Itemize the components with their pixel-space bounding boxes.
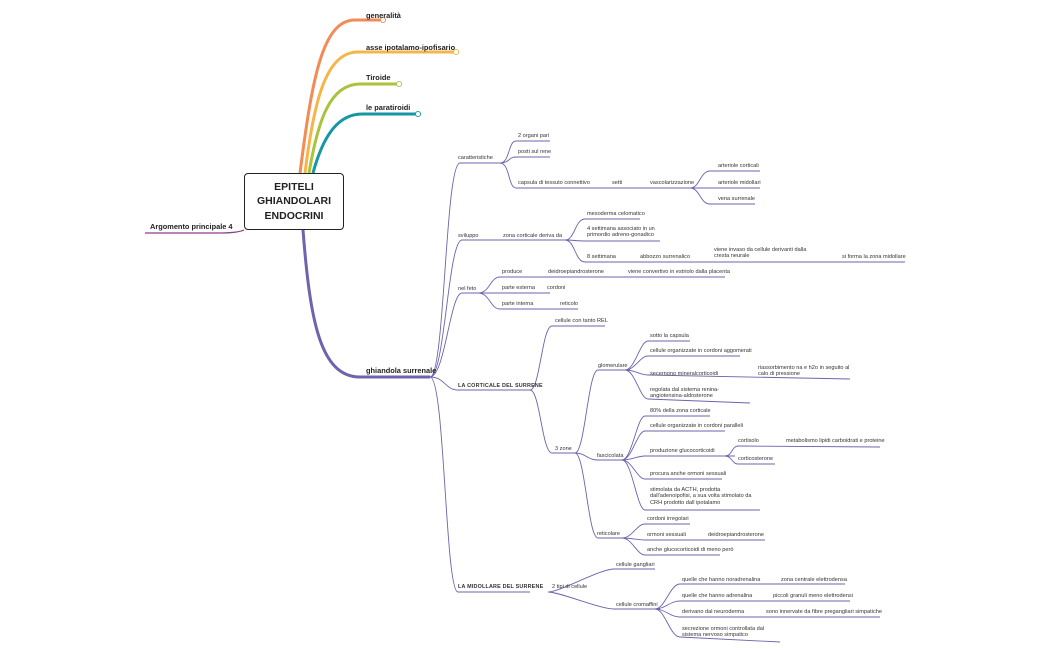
node-parte-interna[interactable]: parte interna [502, 301, 534, 307]
node-neuroderma[interactable]: derivano dal neuroderma [682, 609, 745, 615]
node-metabolismo[interactable]: metabolismo lipidi carboidrati e protein… [786, 438, 885, 444]
node-cellule-rel[interactable]: cellule con tanto REL [555, 318, 608, 324]
node-vena-surrenale[interactable]: vena surrenale [718, 196, 756, 202]
node-tre-zone[interactable]: 3 zone [555, 446, 572, 452]
node-innervate[interactable]: sono innervate da fibre pregangliari sim… [766, 609, 882, 615]
node-gangliari[interactable]: cellule gangliari [616, 562, 655, 568]
node-riassorbimento[interactable]: riassorbimento na e h2o in seguito al ca… [758, 365, 850, 378]
node-granuli[interactable]: piccoli granuli meno elettrodensi [773, 593, 853, 599]
node-vascolarizzazione[interactable]: vascolarizzazione [650, 180, 695, 186]
node-cordoni-aggomerati[interactable]: cellule organizzate in cordoni aggomerat… [650, 348, 752, 354]
branch-tiroide[interactable]: Tiroide [366, 73, 391, 82]
node-sotto-capsula[interactable]: sotto la capsula [650, 333, 689, 339]
node-secrezione[interactable]: secrezione ormoni controllata dal sistem… [682, 626, 765, 639]
floating-topic-argomento[interactable]: Argomento principale 4 [150, 222, 233, 231]
node-cordoni[interactable]: cordoni [547, 285, 566, 291]
node-corticosterone[interactable]: corticosterone [738, 456, 774, 462]
node-reticolare[interactable]: reticolare [597, 531, 621, 537]
node-quattro-settimana[interactable]: 4 settimana associato in un primordio ad… [587, 226, 655, 239]
node-arteriole-corticali[interactable]: arteriole corticali [718, 163, 759, 169]
node-produce[interactable]: produce [502, 269, 523, 275]
node-fascicolata[interactable]: fascicolata [597, 453, 624, 459]
node-glomerulare[interactable]: glomerulare [598, 363, 628, 369]
node-cordoni-irregolari[interactable]: cordoni irregolari [647, 516, 689, 522]
node-gluco-meno[interactable]: anche glucocorticoidi di meno però [647, 547, 734, 553]
node-parte-esterna[interactable]: parte esterna [502, 285, 535, 291]
node-midollare-forma[interactable]: si forma la zona midollare [842, 254, 906, 260]
node-stimolata[interactable]: stimolata da ACTH, prodotta dall'adenoip… [650, 487, 752, 506]
node-convertito[interactable]: viene convertivo in estriolo dalla place… [628, 269, 730, 275]
node-adrenalina[interactable]: quelle che hanno adrenalina [682, 593, 753, 599]
node-cordoni-paralleli[interactable]: cellule organizzate in cordoni paralleli [650, 423, 743, 429]
node-noradrenalina[interactable]: quelle che hanno noradrenalina [682, 577, 761, 583]
node-nel-feto[interactable]: nel feto [458, 286, 477, 292]
node-cromaffini[interactable]: cellule cromaffini [616, 602, 658, 608]
node-corticale-title[interactable]: LA CORTICALE DEL SURRENE [458, 383, 543, 389]
node-capsula[interactable]: capsula di tessuto connettivo [518, 180, 590, 186]
node-sviluppo[interactable]: sviluppo [458, 233, 479, 239]
node-ormoni-sessuali[interactable]: ormoni sessuali [647, 532, 686, 538]
node-regolata[interactable]: regolata dal sistema renina-angiotensina… [650, 387, 720, 400]
branch-asse-ipotalamo-ipofisario[interactable]: asse ipotalamo-ipofisario [366, 43, 456, 52]
branch-ghiandola-surrenale[interactable]: ghiandola surrenale [366, 366, 437, 375]
node-zona-corticale-deriva[interactable]: zona corticale deriva da [503, 233, 563, 239]
node-otto-settimana[interactable]: 8 settimana [587, 254, 616, 260]
node-setti[interactable]: setti [612, 180, 623, 186]
node-mesoderma[interactable]: mesoderma celomatico [587, 211, 645, 217]
node-glucocorticoidi[interactable]: produzione glucocorticoidi [650, 448, 715, 454]
node-zona-centrale[interactable]: zona centrale elettrodensa [781, 577, 847, 583]
node-abbozzo[interactable]: abbozzo surrenalico [640, 254, 691, 260]
node-cortisolo[interactable]: cortisolo [738, 438, 759, 444]
node-arteriole-midollari[interactable]: arteriole midollari [718, 180, 761, 186]
branch-paratiroidi[interactable]: le paratiroidi [366, 103, 411, 112]
node-deidroepiandrosterone[interactable]: deidroepiandrosterone [548, 269, 604, 275]
central-topic-label: EPITELI GHIANDOLARI ENDOCRINI [256, 181, 332, 222]
node-caratteristiche[interactable]: caratteristiche [458, 155, 493, 161]
node-ormoni-sessuali-fascicolata[interactable]: procura anche ormoni sessuali [650, 471, 727, 477]
node-invaso[interactable]: viene invaso da cellule derivanti dalla … [714, 247, 807, 260]
node-organi-pari[interactable]: 2 organi pari [518, 133, 550, 139]
node-ottanta[interactable]: 80% della zona corticale [650, 408, 711, 414]
branch-generalita[interactable]: generalità [366, 11, 401, 20]
node-mineralcorticoidi[interactable]: secernono mineralcorticoidi [650, 371, 719, 377]
node-posti-sul-rene[interactable]: posti sul rene [518, 149, 552, 155]
central-topic[interactable]: EPITELI GHIANDOLARI ENDOCRINI [244, 173, 344, 230]
node-deidroepiandrosterone-2[interactable]: deidroepiandrosterone [708, 532, 764, 538]
node-midollare-title[interactable]: LA MIDOLLARE DEL SURRENE [458, 584, 544, 590]
node-reticolo[interactable]: reticolo [560, 301, 579, 307]
node-due-tipi[interactable]: 2 tipi di cellule [552, 584, 588, 590]
